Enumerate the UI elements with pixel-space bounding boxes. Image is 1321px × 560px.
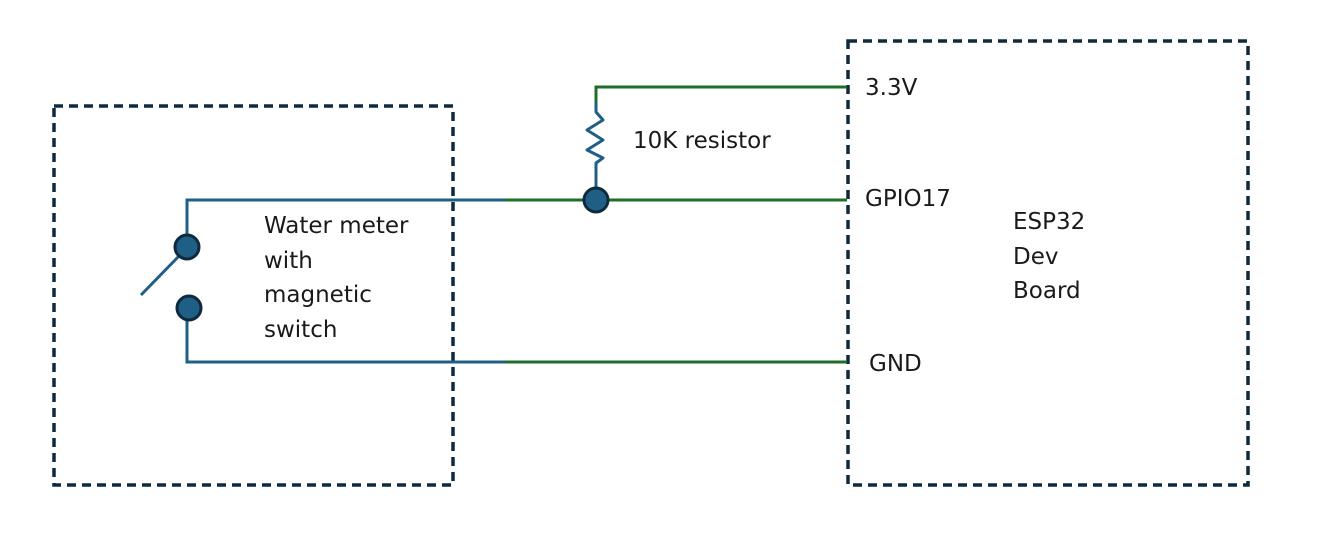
switch-bottom-wire [185, 308, 505, 364]
vcc-wire [594, 85, 847, 102]
resistor-label: 10K resistor [633, 128, 771, 154]
water-meter-box [52, 104, 455, 487]
water-meter-label-line-4: switch [264, 317, 337, 343]
pin-label-gpio: GPIO17 [865, 186, 951, 212]
switch-contact-bottom [175, 294, 203, 322]
water-meter-label-line-1: Water meter [264, 213, 409, 239]
switch-lever [139, 252, 183, 297]
switch-contact-top [173, 233, 201, 261]
pin-label-gnd: GND [869, 351, 922, 377]
esp32-box [846, 39, 1250, 487]
water-meter-label-line-3: magnetic [264, 282, 372, 308]
esp32-label-line-2: Dev [1013, 244, 1058, 270]
esp32-label-line-3: Board [1013, 278, 1081, 304]
water-meter-label-line-2: with [264, 248, 313, 274]
switch-top-wire [185, 198, 505, 247]
resistor-symbol [585, 102, 605, 188]
pin-label-vcc: 3.3V [865, 75, 918, 101]
junction-node [582, 186, 610, 214]
esp32-label-line-1: ESP32 [1013, 209, 1085, 235]
